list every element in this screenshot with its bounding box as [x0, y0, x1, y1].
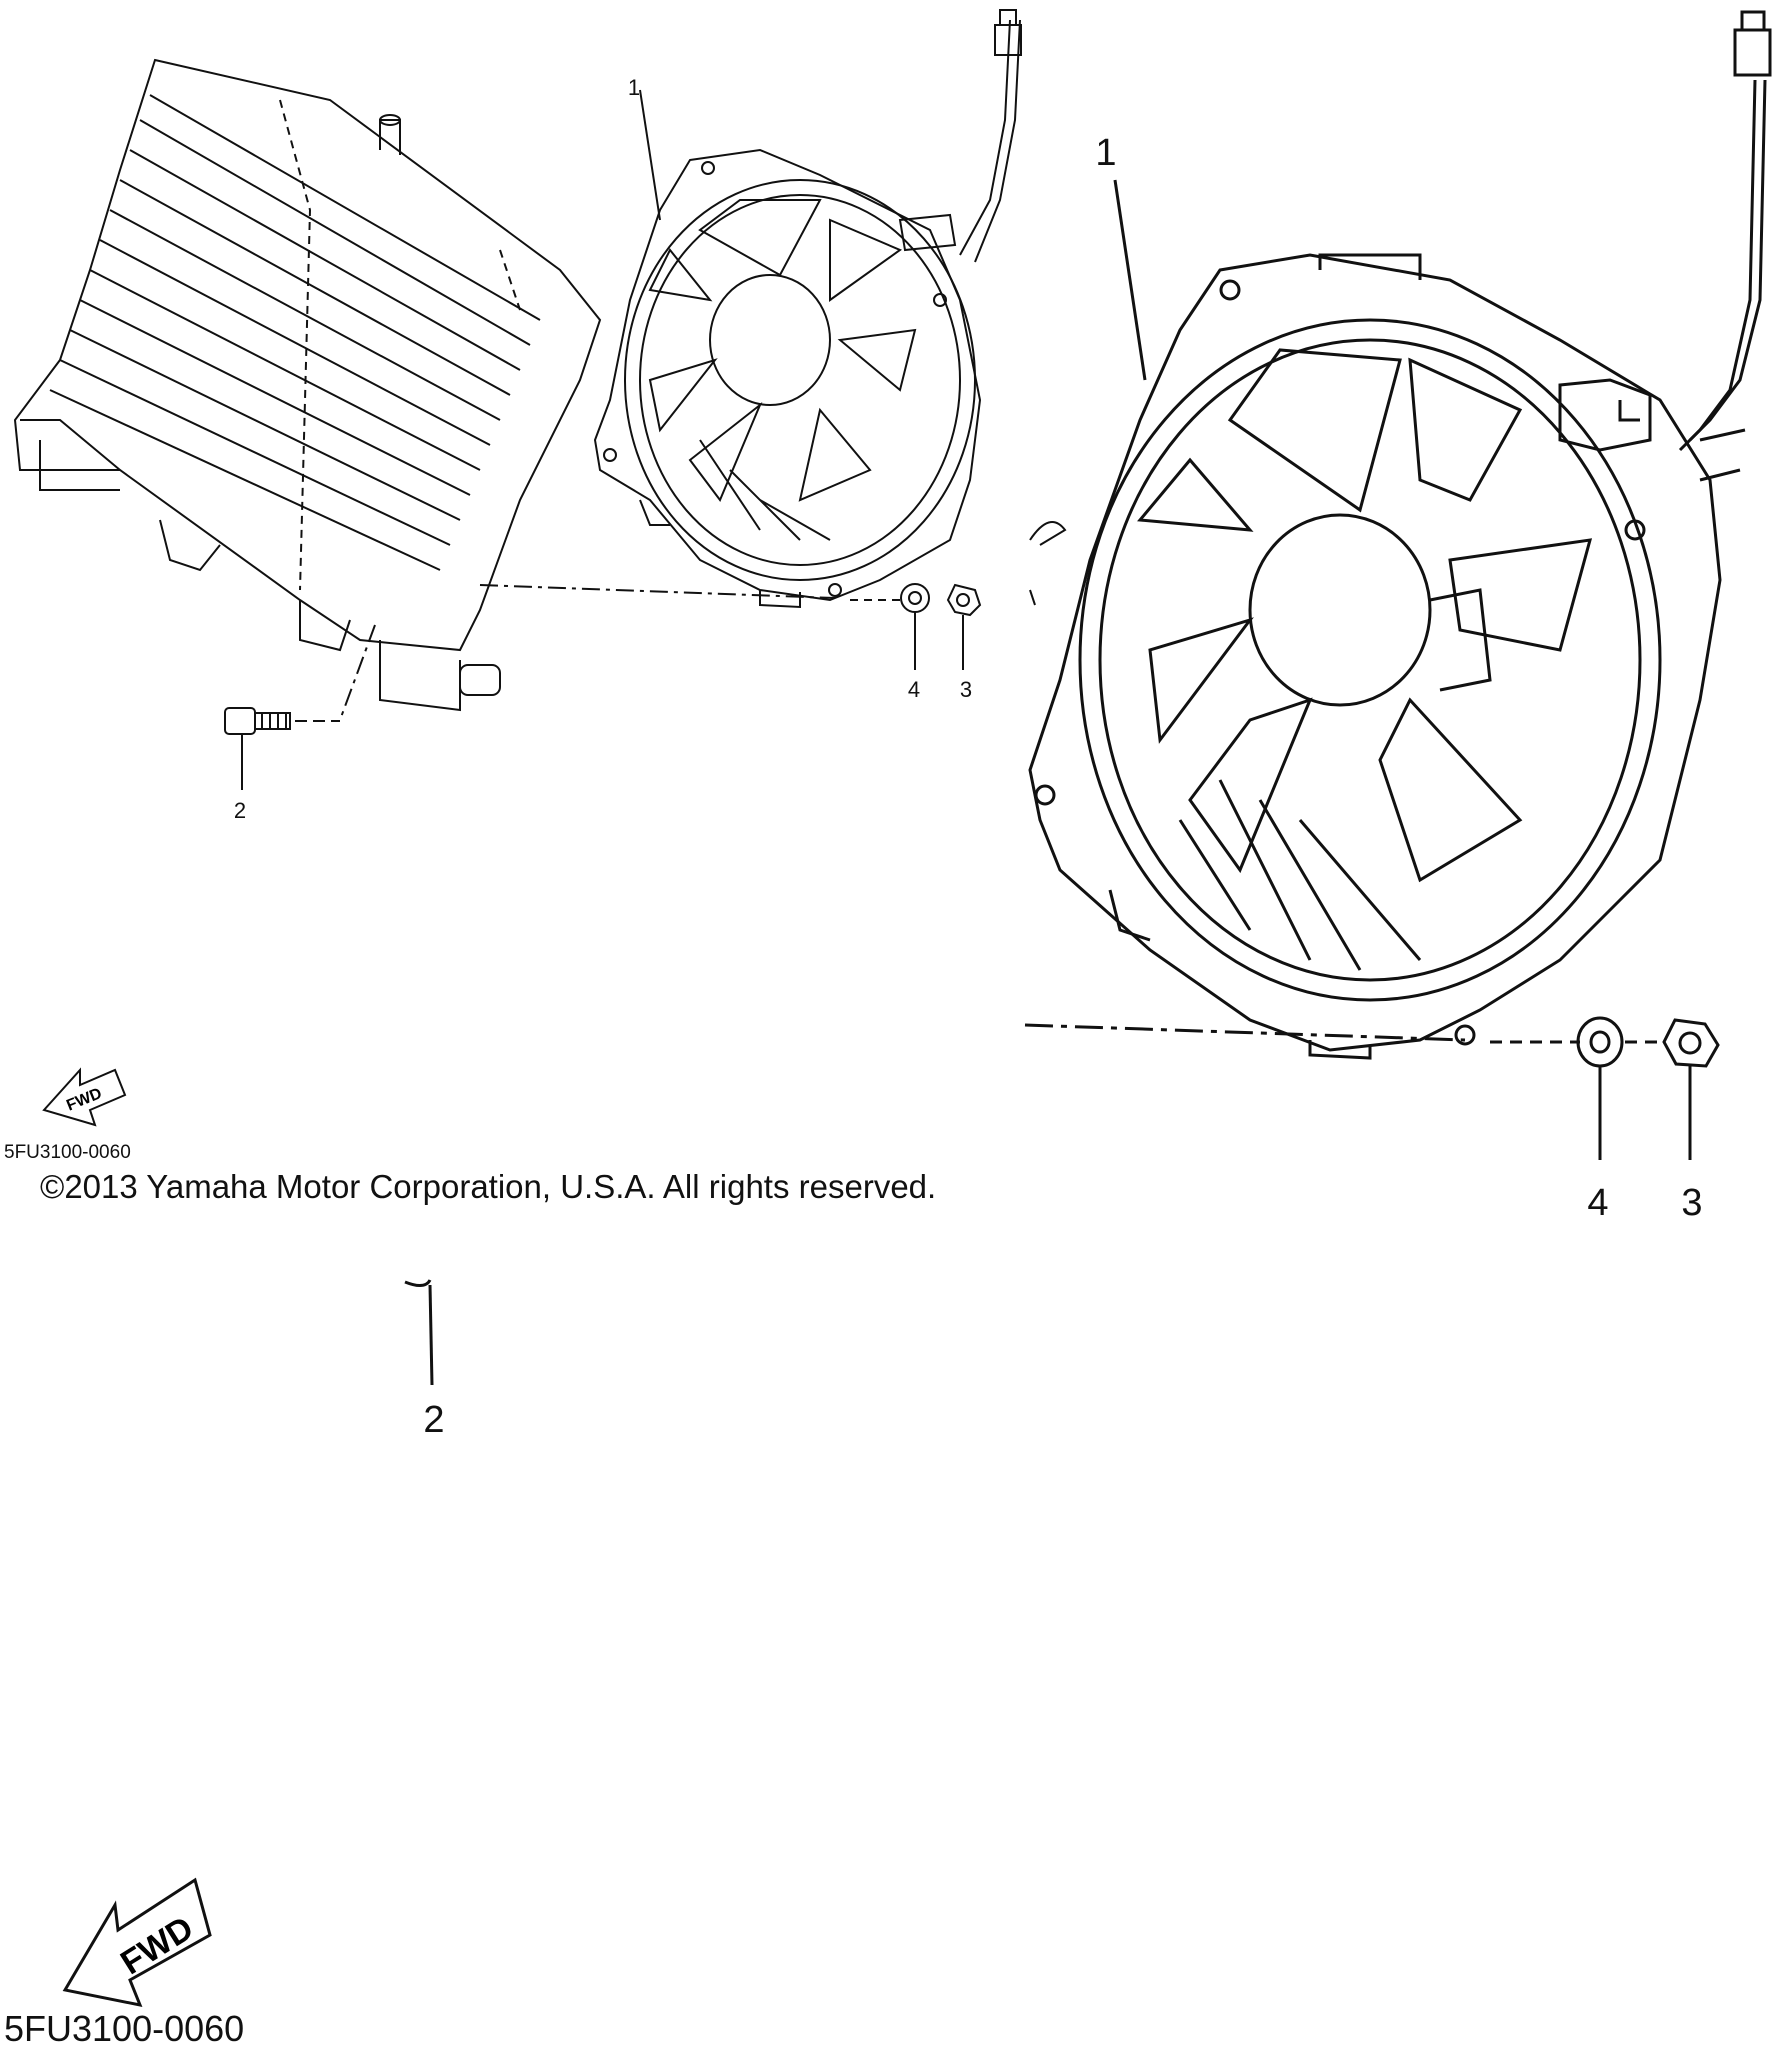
callout-fan-large: 1: [1095, 132, 1116, 174]
fan-large-drawing: [1024, 10, 1772, 1060]
radiator-core-drawing: [13, 58, 602, 721]
fan-small-drawing: [479, 9, 1022, 609]
copyright-notice: ©2013 Yamaha Motor Corporation, U.S.A. A…: [40, 1168, 937, 1205]
callout-washer-small: 4: [908, 677, 920, 702]
callout-fan-small: 1: [628, 75, 640, 100]
washer-large-drawing: [1576, 1016, 1624, 1160]
nut-small-drawing: [946, 583, 982, 670]
fwd-arrow-large-icon: [62, 1877, 212, 2008]
callout-nut-large: 3: [1681, 1182, 1702, 1224]
bolt-large-leader: [404, 1279, 434, 1386]
part-code-large: 5FU3100-0060: [4, 2008, 245, 2049]
fwd-arrow-small-icon: [42, 1067, 127, 1127]
washer-small-drawing: [900, 583, 930, 670]
nut-large-drawing: [1662, 1018, 1720, 1160]
part-code-small: 5FU3100-0060: [4, 1142, 131, 1163]
partial-outline-fragment: [1029, 521, 1067, 606]
callout-bolt-small: 2: [234, 798, 246, 823]
callout-bolt-large: 2: [423, 1399, 444, 1441]
bolt-small-drawing: [224, 707, 340, 790]
callout-washer-large: 4: [1587, 1182, 1608, 1224]
callout-nut-small: 3: [960, 677, 972, 702]
